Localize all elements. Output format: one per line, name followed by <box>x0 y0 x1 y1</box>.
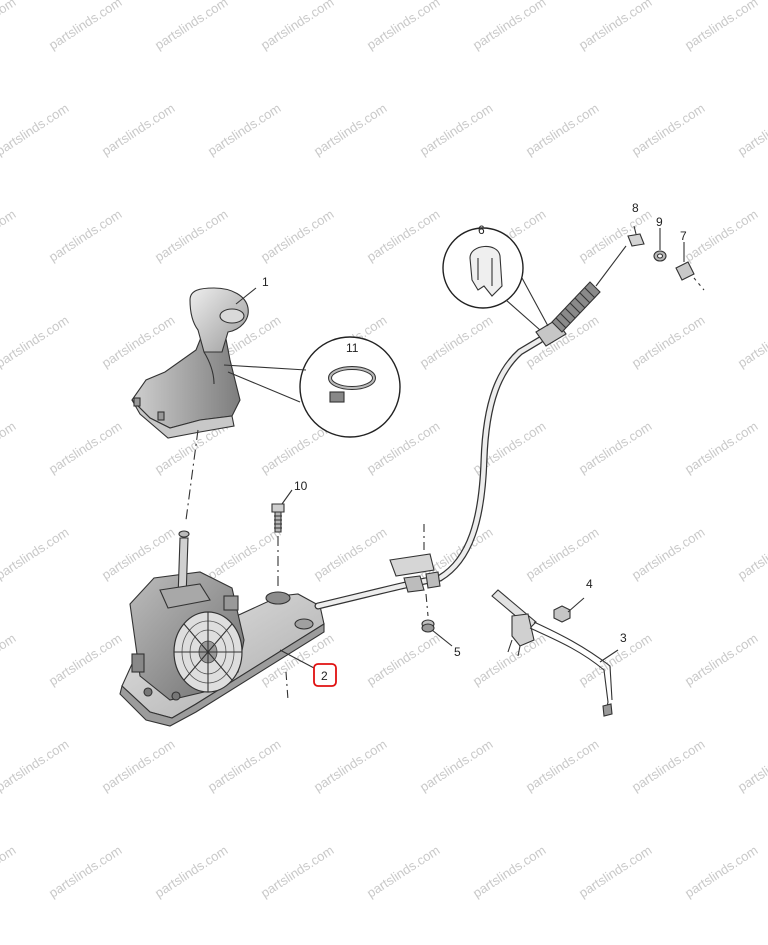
bolt[interactable] <box>271 503 285 533</box>
callout-4: 4 <box>586 577 593 591</box>
callout-10: 10 <box>294 479 308 493</box>
shifter-base-assembly[interactable] <box>119 530 325 727</box>
guide-nut[interactable] <box>553 605 571 623</box>
callout-7: 7 <box>680 229 687 243</box>
callout-2-highlight[interactable]: 2 <box>313 663 337 687</box>
callout-8: 8 <box>632 201 639 215</box>
washer[interactable] <box>653 228 667 262</box>
callout-6: 6 <box>478 223 485 237</box>
shift-cable[interactable] <box>314 245 627 610</box>
cable-guide-rod[interactable] <box>491 589 613 717</box>
callout-5: 5 <box>454 645 461 659</box>
callout-11: 11 <box>346 341 359 355</box>
clip-detail[interactable] <box>442 227 549 331</box>
callout-3: 3 <box>620 631 627 645</box>
nut[interactable] <box>421 619 435 633</box>
cable-spring-boot <box>551 281 601 333</box>
cable-bracket[interactable] <box>389 553 441 593</box>
callout-2: 2 <box>321 669 328 683</box>
callout-9: 9 <box>656 215 663 229</box>
bushing[interactable] <box>675 242 705 291</box>
pin[interactable] <box>627 225 645 247</box>
shift-knob-boot[interactable] <box>131 287 249 439</box>
callout-1: 1 <box>262 275 269 289</box>
fan-grille <box>173 611 243 693</box>
clamp-detail[interactable] <box>223 336 401 438</box>
